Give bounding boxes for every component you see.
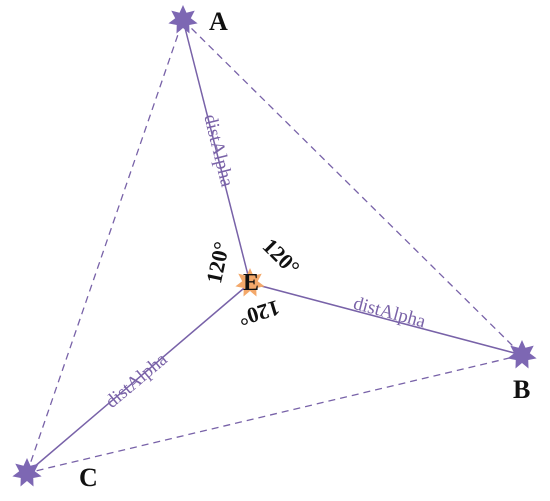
distance-label-eb: distAlpha (351, 293, 428, 333)
dashed-edge-ca (26, 19, 184, 474)
segment-ea (182, 19, 251, 284)
vertex-c-star-icon (12, 458, 42, 487)
vertex-b-star-icon (507, 340, 537, 369)
distance-label-ea: distAlpha (199, 112, 237, 189)
segment-eb (249, 282, 523, 356)
vertex-label-a: A (209, 7, 228, 36)
center-label-e: E (243, 270, 259, 296)
dashed-edge-ab (182, 19, 523, 356)
segment-ec (26, 282, 251, 474)
vertex-a-star-icon (168, 5, 198, 34)
dashed-edge-bc (26, 354, 523, 474)
vertex-label-b: B (513, 375, 530, 404)
angle-label-upper-right: 120° (258, 233, 305, 280)
angle-label-left: 120° (201, 239, 234, 285)
angle-label-lower: 120° (236, 295, 283, 331)
center-e-star-icon (235, 268, 265, 297)
vertex-label-c: C (79, 463, 98, 492)
distance-label-ec: distAlpha (101, 349, 172, 413)
